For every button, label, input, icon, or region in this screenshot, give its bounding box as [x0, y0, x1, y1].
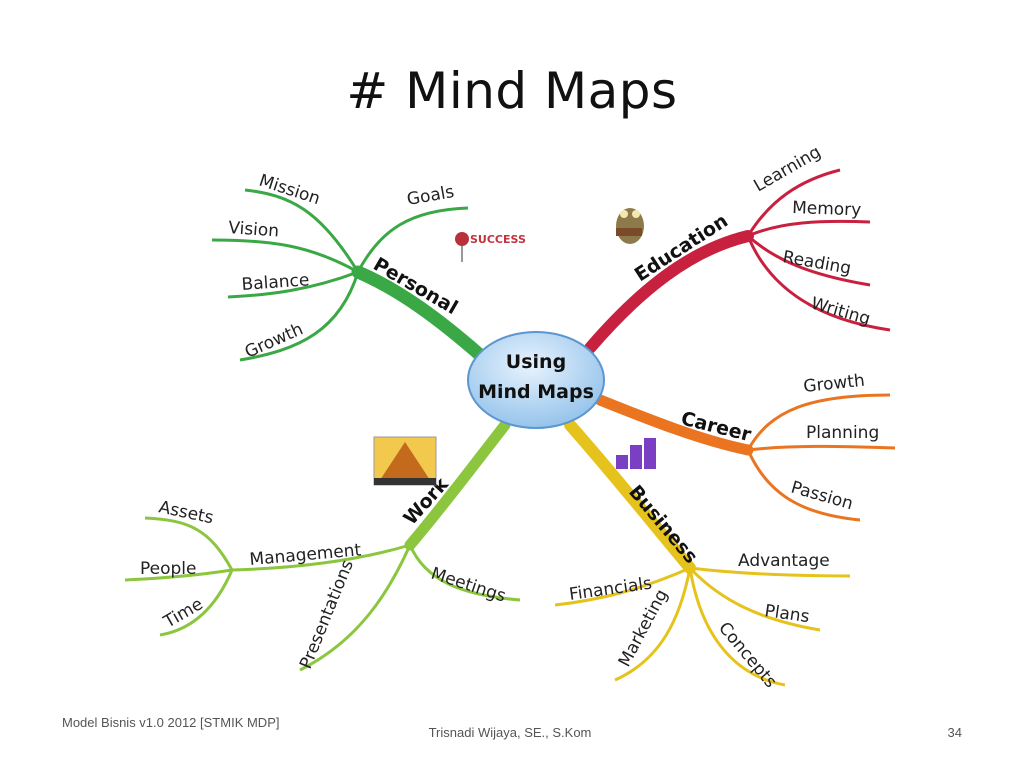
career-line-passion: [746, 449, 861, 522]
work-line-meetings: [408, 544, 521, 602]
node-writing: Writing: [809, 294, 873, 330]
node-people: People: [140, 559, 196, 579]
bar-block-2-icon: [630, 445, 642, 469]
pyramid-icon: [380, 442, 430, 480]
business-line-marketing: [614, 567, 692, 682]
career-line-planning: [747, 444, 896, 452]
business-line-financials: [554, 566, 691, 607]
node-memory: Memory: [792, 198, 862, 220]
owl-book-icon: [616, 228, 642, 236]
footer-center: Trisnadi Wijaya, SE., S.Kom: [428, 725, 592, 740]
education-line-memory: [747, 219, 871, 238]
career-main-line: [594, 394, 754, 456]
node-mission: Mission: [256, 171, 322, 209]
work-main-line: [404, 419, 511, 551]
owl-right-eye-icon: [632, 210, 640, 218]
bar-block-3-icon: [644, 438, 656, 469]
personal-line-mission: [244, 188, 360, 273]
node-planning: Planning: [806, 423, 879, 443]
node-financials: Financials: [568, 574, 653, 605]
bar-block-1-icon: [616, 455, 628, 469]
success-sign-balloon-icon: [455, 232, 469, 246]
node-goals: Goals: [405, 182, 455, 210]
branch-work: [124, 419, 521, 672]
education-line-writing: [746, 235, 891, 332]
center-label-line1: Using: [506, 351, 566, 373]
owl-left-eye-icon: [620, 210, 628, 218]
center-bubble: [467, 331, 605, 429]
pyramid-illustration: [373, 436, 437, 486]
personal-labels: Personal Mission Goals Vision Balance Gr…: [228, 171, 462, 363]
education-line-learning: [746, 168, 841, 237]
node-passion: Passion: [789, 478, 856, 515]
personal-line-balance: [227, 270, 359, 299]
node-growth-personal: Growth: [242, 319, 306, 362]
work-line-presentations: [299, 544, 412, 672]
management-line-people: [124, 568, 233, 582]
node-meetings: Meetings: [428, 564, 508, 607]
business-line-advantage: [689, 566, 851, 578]
success-sign-illustration: SUCCESS: [455, 232, 526, 262]
management-line-time: [159, 569, 234, 637]
node-advantage: Advantage: [738, 551, 830, 571]
education-main-line: [584, 230, 754, 354]
pyramid-caption-bar: [374, 478, 436, 485]
node-growth-career: Growth: [802, 371, 865, 397]
center-label-line2: Mind Maps: [478, 381, 594, 403]
center-node: Using Mind Maps: [467, 331, 605, 429]
branch-career: [594, 393, 896, 522]
node-plans: Plans: [763, 601, 811, 627]
branch-label-business: Business: [624, 481, 702, 568]
node-marketing: Marketing: [615, 586, 672, 670]
management-line-assets: [144, 516, 234, 571]
success-sign-text: SUCCESS: [470, 233, 526, 246]
node-concepts: Concepts: [714, 618, 780, 692]
slide-title: # Mind Maps: [346, 62, 678, 120]
personal-line-vision: [211, 238, 359, 274]
branch-business: [554, 419, 851, 687]
mind-map-diagram: Personal Mission Goals Vision Balance Gr…: [124, 142, 896, 692]
career-line-growth: [746, 393, 891, 451]
personal-main-line: [351, 265, 487, 362]
business-line-plans: [688, 566, 821, 632]
owl-reading-illustration: [616, 208, 644, 244]
bar-blocks-illustration: [616, 438, 656, 469]
personal-line-growth: [239, 271, 360, 362]
education-line-reading: [747, 234, 871, 287]
business-labels: Business Advantage Financials Plans Mark…: [568, 481, 830, 692]
node-balance: Balance: [241, 270, 310, 295]
work-line-management: [231, 543, 411, 572]
node-vision: Vision: [228, 218, 280, 241]
personal-line-goals: [356, 206, 469, 273]
branch-personal: [211, 188, 487, 362]
page-number: 34: [947, 725, 962, 740]
business-line-concepts: [688, 567, 786, 687]
node-learning: Learning: [751, 142, 825, 196]
branch-education: [584, 168, 891, 354]
business-main-line: [564, 419, 696, 574]
work-labels: Work Management Meetings Presentations A…: [140, 473, 508, 672]
footer-left: Model Bisnis v1.0 2012 [STMIK MDP]: [62, 715, 280, 730]
